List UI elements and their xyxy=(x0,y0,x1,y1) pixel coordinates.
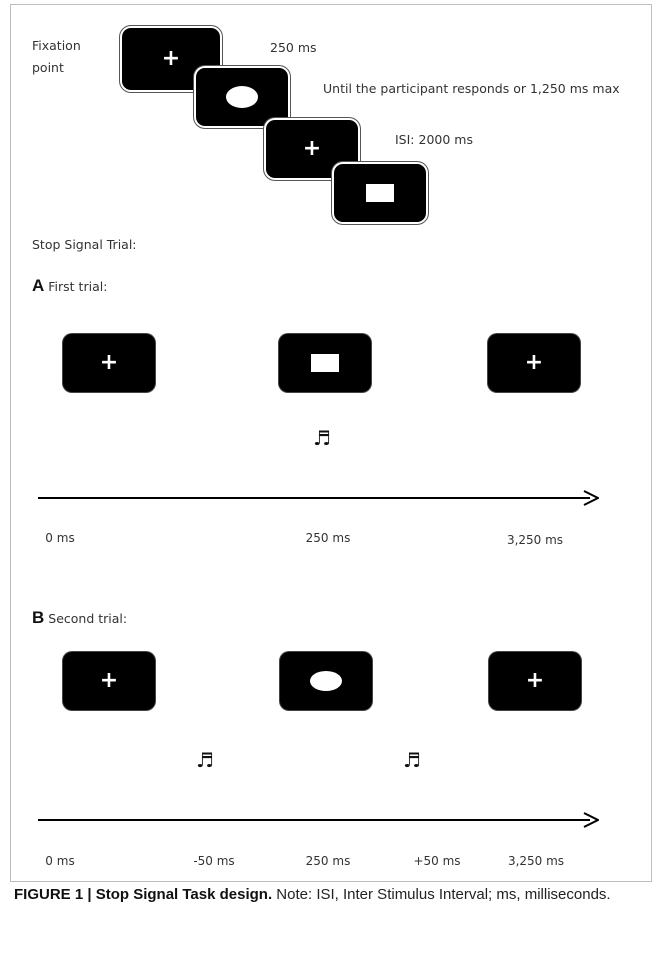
b-tick-1: -50 ms xyxy=(193,854,235,868)
square-stimulus-icon xyxy=(311,354,339,372)
music-note-icon: ♬ xyxy=(313,426,331,450)
screen-oval-stimulus xyxy=(196,68,288,126)
b-screen-fixation-2: + xyxy=(489,652,581,710)
section-a-title: First trial: xyxy=(48,279,108,294)
a-tick-0: 0 ms xyxy=(45,531,75,545)
plus-icon: + xyxy=(524,350,544,375)
plus-icon: + xyxy=(99,350,119,375)
a-tick-1: 250 ms xyxy=(305,531,351,545)
a-screen-fixation-2: + xyxy=(488,334,580,392)
figure-caption: FIGURE 1 | Stop Signal Task design. Note… xyxy=(14,884,644,905)
plus-icon: + xyxy=(525,668,545,693)
a-screen-fixation-1: + xyxy=(63,334,155,392)
plus-icon: + xyxy=(99,668,119,693)
b-screen-fixation-1: + xyxy=(63,652,155,710)
fixation-label-line1: Fixation xyxy=(32,38,81,53)
figure-panel xyxy=(10,4,652,882)
a-screen-square xyxy=(279,334,371,392)
a-timeline-arrow-icon xyxy=(583,490,599,506)
fixation-label-line2: point xyxy=(32,60,64,75)
duration-response: Until the participant responds or 1,250 … xyxy=(323,81,620,96)
b-tick-2: 250 ms xyxy=(305,854,351,868)
square-stimulus-icon xyxy=(366,184,394,202)
stop-signal-label: Stop Signal Trial: xyxy=(32,237,137,252)
a-tick-2: 3,250 ms xyxy=(506,533,564,547)
b-timeline-axis xyxy=(38,819,590,821)
b-tick-0: 0 ms xyxy=(45,854,75,868)
b-timeline-arrow-icon xyxy=(583,812,599,828)
oval-stimulus-icon xyxy=(226,86,258,108)
plus-icon: + xyxy=(302,136,322,161)
b-tick-3: +50 ms xyxy=(413,854,461,868)
b-tick-4: 3,250 ms xyxy=(507,854,565,868)
section-a-letter: A xyxy=(32,276,45,295)
caption-text: Note: ISI, Inter Stimulus Interval; ms, … xyxy=(272,886,611,903)
caption-title: FIGURE 1 | Stop Signal Task design. xyxy=(14,886,273,903)
b-screen-oval xyxy=(280,652,372,710)
oval-stimulus-icon xyxy=(310,671,342,691)
music-note-icon: ♬ xyxy=(403,748,421,772)
screen-square-stimulus xyxy=(334,164,426,222)
section-b-title: Second trial: xyxy=(48,611,128,626)
music-note-icon: ♬ xyxy=(196,748,214,772)
duration-250ms: 250 ms xyxy=(270,40,317,55)
a-timeline-axis xyxy=(38,497,590,499)
section-b-letter: B xyxy=(32,608,45,627)
plus-icon: + xyxy=(161,46,181,71)
duration-isi: ISI: 2000 ms xyxy=(395,132,473,147)
